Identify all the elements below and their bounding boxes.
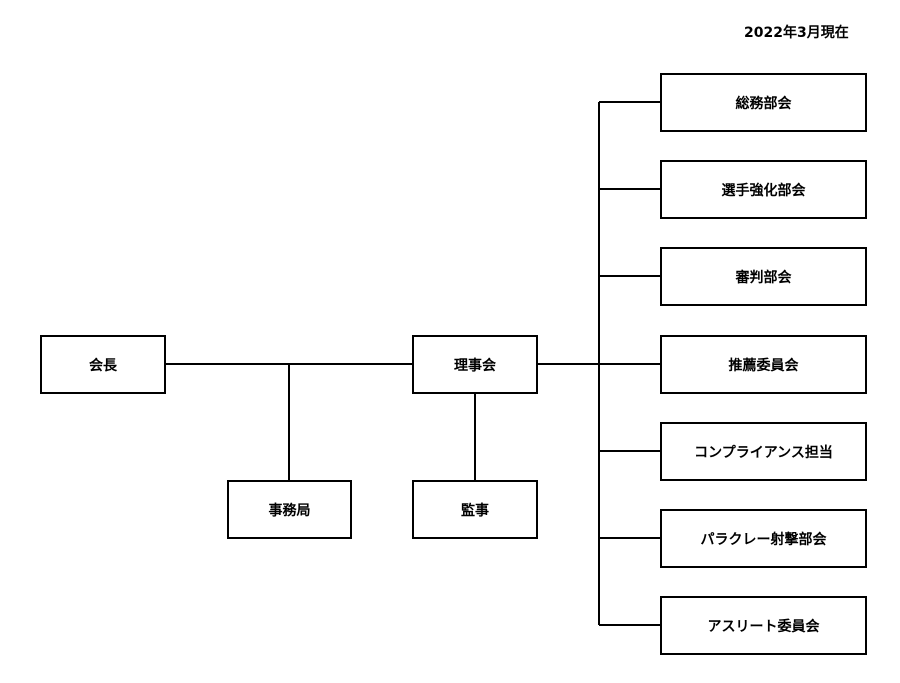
node-auditor: 監事 xyxy=(412,480,538,539)
node-recommendation: 推薦委員会 xyxy=(660,335,867,394)
node-president: 会長 xyxy=(40,335,166,394)
date-label: 2022年3月現在 xyxy=(744,25,849,41)
node-athlete-committee: アスリート委員会 xyxy=(660,596,867,655)
node-general-affairs: 総務部会 xyxy=(660,73,867,132)
node-secretariat: 事務局 xyxy=(227,480,352,539)
node-referee: 審判部会 xyxy=(660,247,867,306)
node-athlete-development: 選手強化部会 xyxy=(660,160,867,219)
node-para-clay: パラクレー射撃部会 xyxy=(660,509,867,568)
node-compliance: コンプライアンス担当 xyxy=(660,422,867,481)
node-board: 理事会 xyxy=(412,335,538,394)
